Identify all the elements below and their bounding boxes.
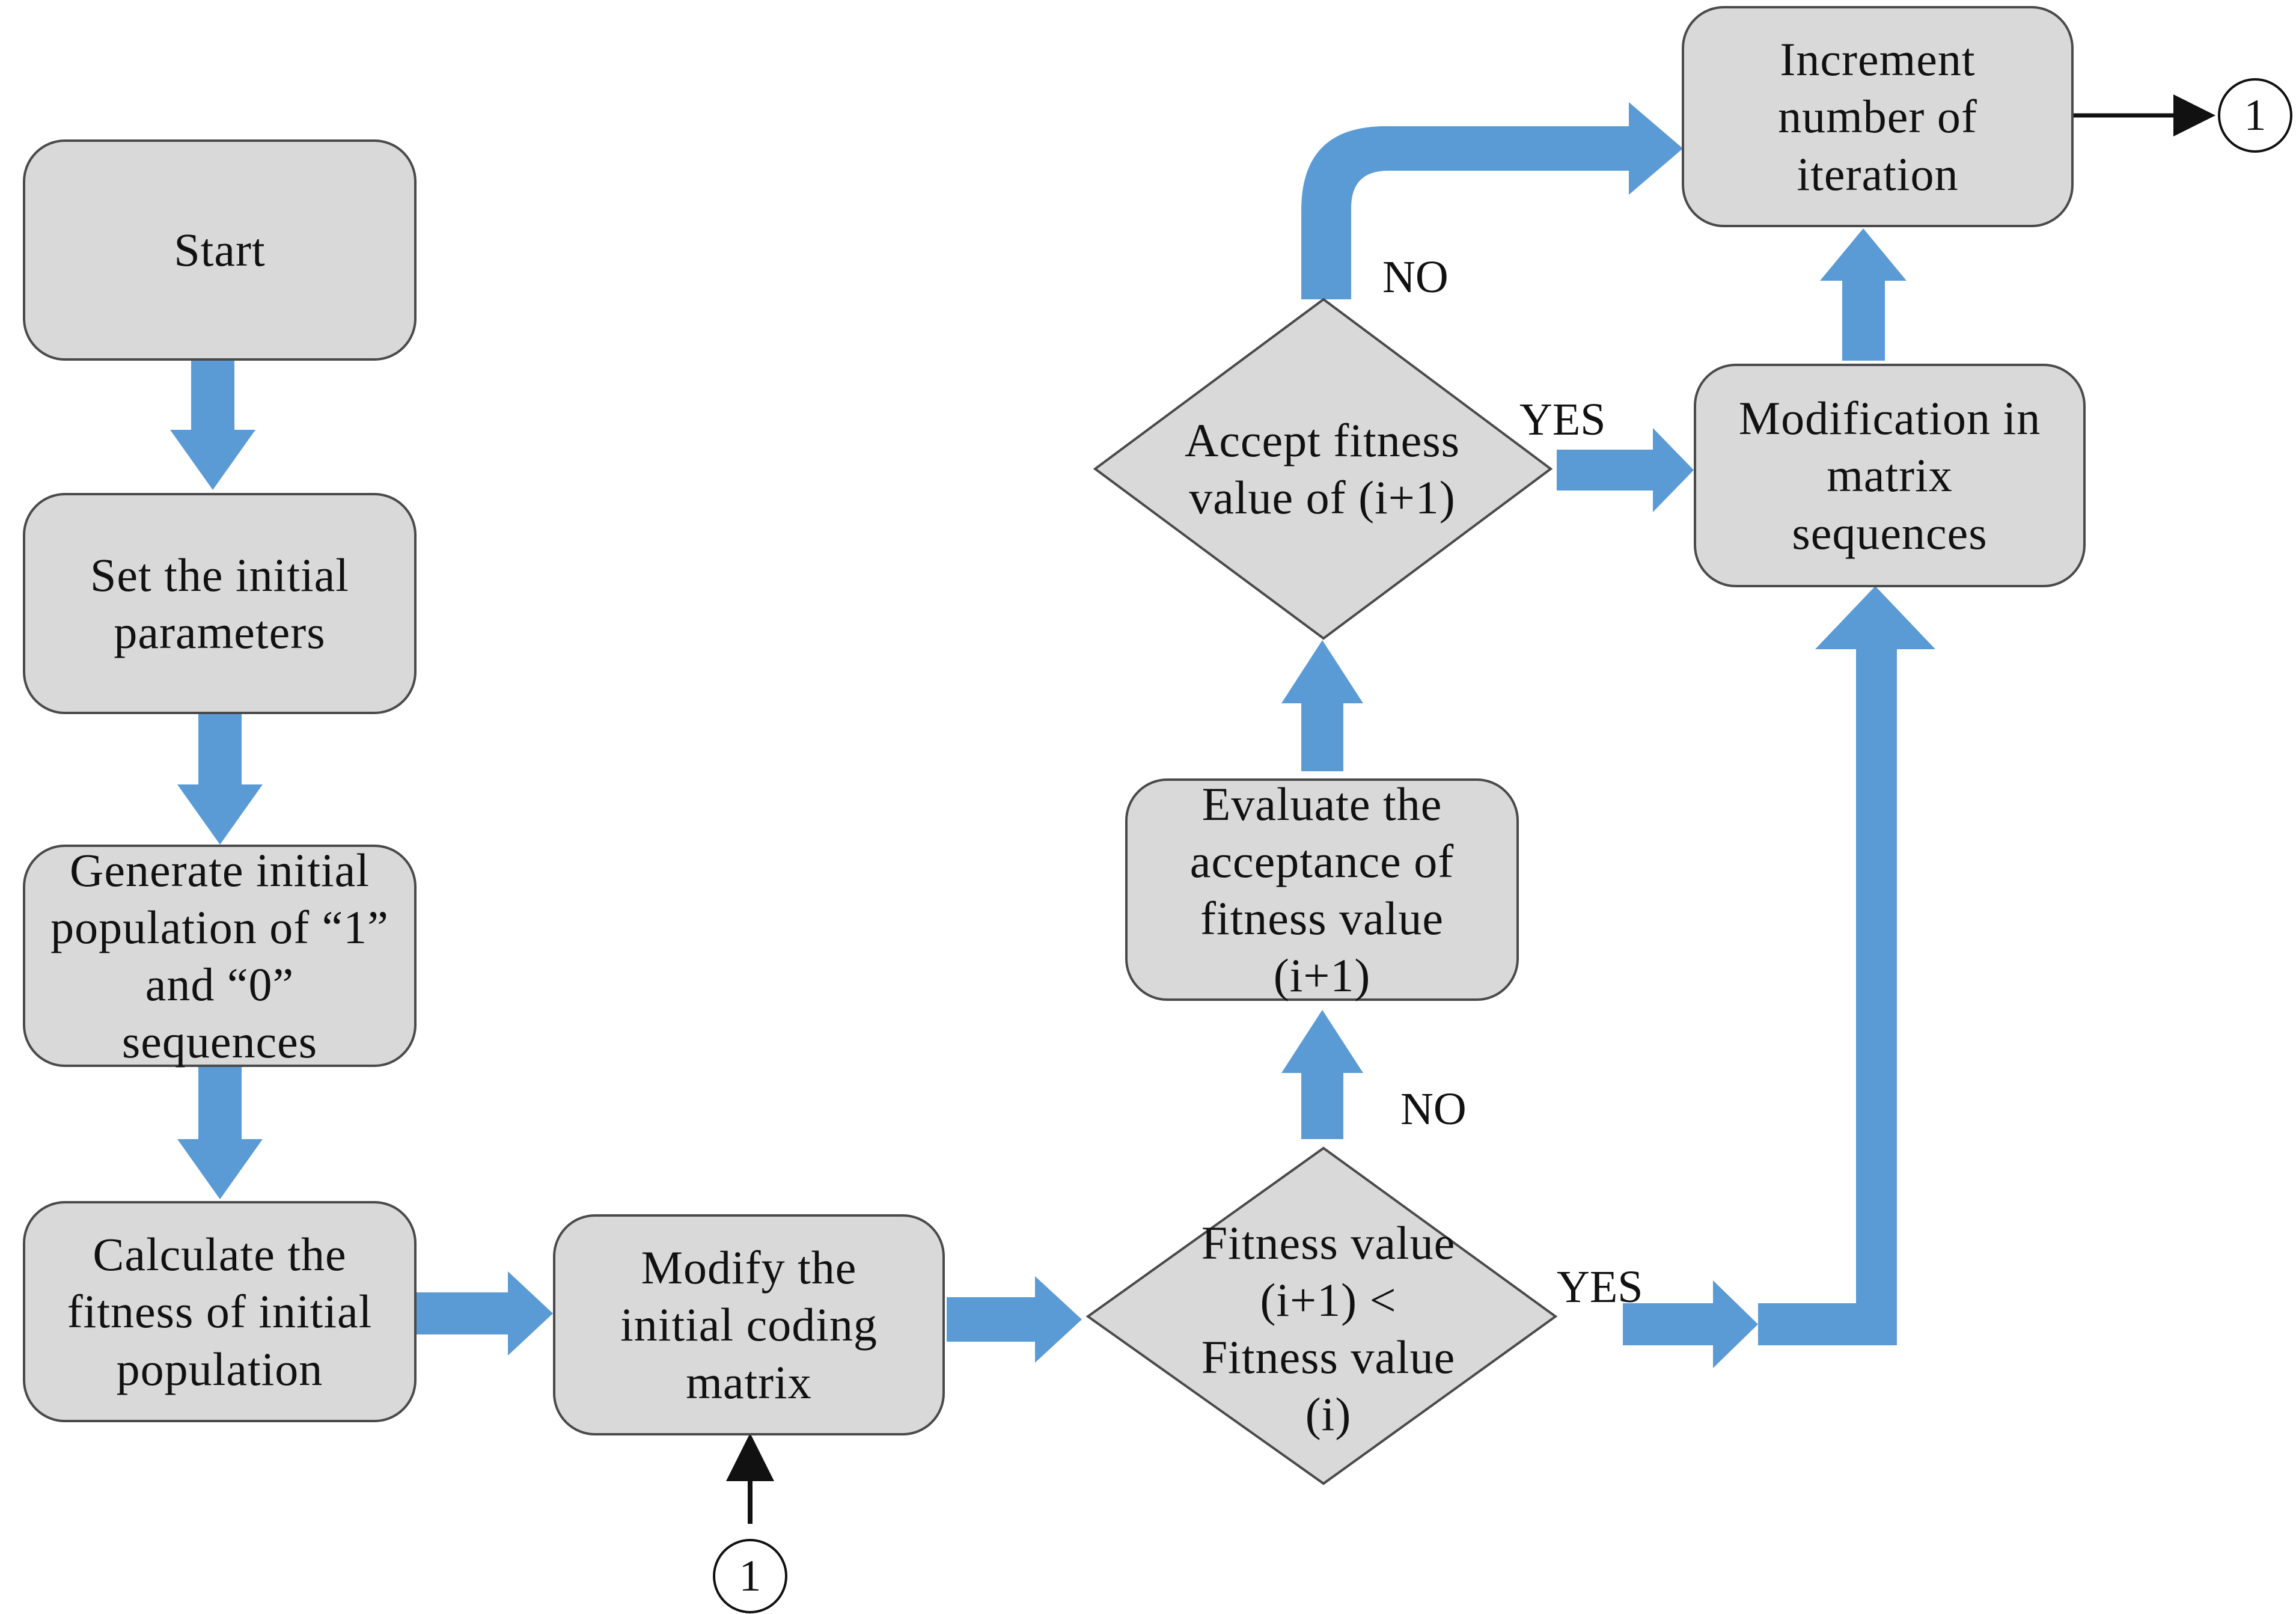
arrow-params-to-generate bbox=[177, 712, 263, 845]
label-yes-accept: YES bbox=[1519, 394, 1606, 445]
arrow-generate-to-calculate bbox=[177, 1065, 263, 1199]
label-no-accept: NO bbox=[1382, 252, 1449, 302]
compare-decision-text: Fitness value(i+1) <Fitness value(i) bbox=[1201, 1216, 1456, 1441]
start-box: Start bbox=[23, 139, 417, 361]
connector-circle-in: 1 bbox=[713, 1539, 787, 1613]
arrow-modification-to-increment bbox=[1820, 228, 1907, 361]
arrow-calculate-to-modify bbox=[416, 1271, 553, 1356]
arrow-compare-to-evaluate bbox=[1281, 1010, 1363, 1139]
connector-circle-out: 1 bbox=[2218, 78, 2292, 153]
arrow-start-to-params bbox=[170, 361, 255, 490]
arrow-evaluate-to-accept bbox=[1281, 640, 1363, 771]
arrow-accept-to-modification bbox=[1557, 428, 1694, 512]
start-text: Start bbox=[174, 224, 266, 277]
arrow-modify-to-compare bbox=[947, 1276, 1082, 1363]
decision-compare-diamond bbox=[1085, 1146, 1558, 1485]
decision-accept-diamond bbox=[1093, 298, 1553, 640]
arrow-compare-to-modification-a bbox=[1623, 1280, 1758, 1368]
label-yes-compare: YES bbox=[1557, 1262, 1643, 1312]
label-no-compare: NO bbox=[1400, 1084, 1467, 1134]
arrow-accept-to-increment bbox=[1301, 102, 1683, 299]
arrow-compare-to-modification-b bbox=[1758, 586, 1935, 1345]
